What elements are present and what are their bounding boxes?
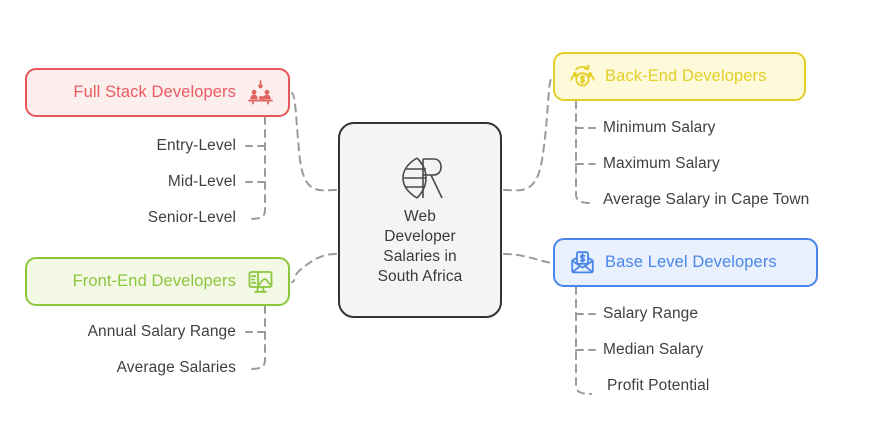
leaf-back-end-maximum-salary[interactable]: Maximum Salary xyxy=(603,155,720,172)
wire-fullstack-spine xyxy=(249,116,266,220)
globe-r-icon xyxy=(402,157,443,199)
leaf-back-end-minimum-salary[interactable]: Minimum Salary xyxy=(603,119,716,136)
branch-node-back-end-developers[interactable]: Back-End Developers xyxy=(553,52,806,101)
team-meeting-icon xyxy=(248,80,273,105)
wire-center-frontend xyxy=(291,253,337,283)
central-topic-line-2: Developer xyxy=(384,228,456,245)
branch-label-full-stack-developers: Full Stack Developers xyxy=(73,83,236,101)
central-topic-node[interactable]: Web Developer Salaries in South Africa xyxy=(338,122,502,318)
leaf-front-end-average-salaries[interactable]: Average Salaries xyxy=(116,359,236,376)
monitor-display-icon xyxy=(248,271,273,293)
leaf-full-stack-entry-level[interactable]: Entry-Level xyxy=(156,137,236,154)
central-topic-line-4: South Africa xyxy=(377,268,463,285)
leaf-back-end-average-salary-cape-town[interactable]: Average Salary in Cape Town xyxy=(603,191,810,208)
branch-label-front-end-developers: Front-End Developers xyxy=(72,272,236,290)
leaf-front-end-annual-salary-range[interactable]: Annual Salary Range xyxy=(87,323,236,340)
leaf-full-stack-senior-level[interactable]: Senior-Level xyxy=(147,209,236,226)
leaf-base-level-median-salary[interactable]: Median Salary xyxy=(603,341,704,358)
central-topic-line-3: Salaries in xyxy=(383,248,457,265)
wire-baselevel-spine xyxy=(575,286,592,395)
branch-label-back-end-developers: Back-End Developers xyxy=(605,67,767,85)
branch-node-front-end-developers[interactable]: Front-End Developers xyxy=(25,257,290,306)
central-topic-line-1: Web xyxy=(404,208,436,225)
central-topic-label: Web Developer Salaries in South Africa xyxy=(378,207,463,287)
wire-frontend-spine xyxy=(249,305,266,370)
wire-center-backend xyxy=(503,78,552,192)
salary-envelope-icon xyxy=(571,251,594,274)
branch-node-full-stack-developers[interactable]: Full Stack Developers xyxy=(25,68,290,117)
leaf-base-level-salary-range[interactable]: Salary Range xyxy=(603,305,699,322)
wire-center-fullstack xyxy=(291,92,337,192)
branch-node-base-level-developers[interactable]: Base Level Developers xyxy=(553,238,818,287)
wire-backend-spine xyxy=(575,100,592,204)
leaf-base-level-profit-potential[interactable]: Profit Potential xyxy=(607,377,710,394)
branch-label-base-level-developers: Base Level Developers xyxy=(605,253,777,271)
wire-center-baselevel xyxy=(503,253,552,264)
money-exchange-icon xyxy=(570,64,595,87)
leaf-full-stack-mid-level[interactable]: Mid-Level xyxy=(167,173,236,190)
